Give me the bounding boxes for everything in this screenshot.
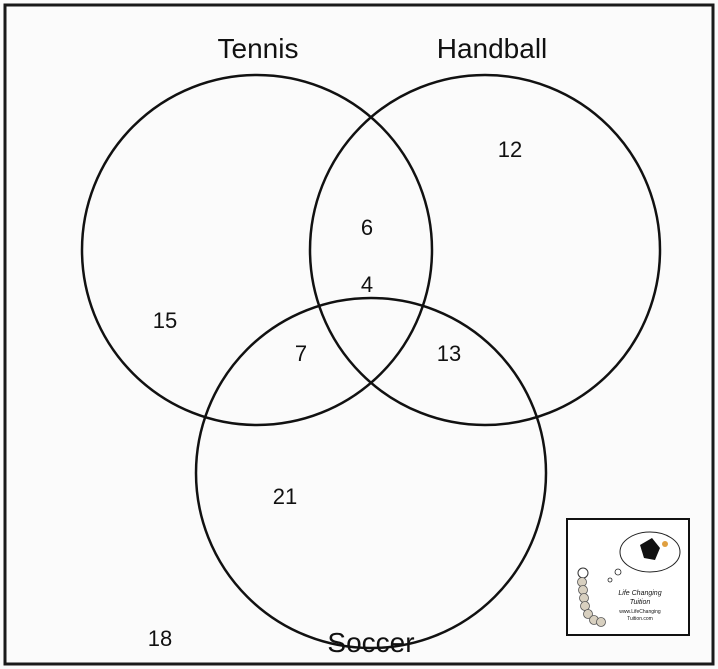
count-none: 18: [148, 626, 172, 651]
logo-line-3: www.LifeChanging: [619, 609, 661, 615]
count-handball-soccer: 13: [437, 341, 461, 366]
handball-label: Handball: [437, 33, 548, 64]
tennis-circle: [80, 73, 434, 427]
logo-line-2: Tuition: [630, 599, 651, 606]
handball-circle: [308, 73, 662, 427]
count-soccer-only: 21: [273, 484, 297, 509]
logo-caterpillar-icon: [577, 567, 606, 627]
soccer-circle: [194, 296, 548, 650]
logo-line-4: Tuition.com: [627, 616, 653, 622]
universal-set-frame: [3, 3, 715, 666]
life-changing-tuition-logo: Life Changing Tuition www.LifeChanging T…: [566, 518, 690, 636]
soccer-label: Soccer: [327, 627, 414, 658]
count-all-three: 4: [361, 272, 373, 297]
count-tennis-soccer: 7: [295, 341, 307, 366]
tennis-label: Tennis: [218, 33, 299, 64]
logo-line-1: Life Changing: [618, 590, 661, 597]
count-handball-only: 12: [498, 137, 522, 162]
logo-figure-icon: [640, 538, 660, 560]
count-tennis-only: 15: [153, 308, 177, 333]
count-tennis-handball: 6: [361, 215, 373, 240]
